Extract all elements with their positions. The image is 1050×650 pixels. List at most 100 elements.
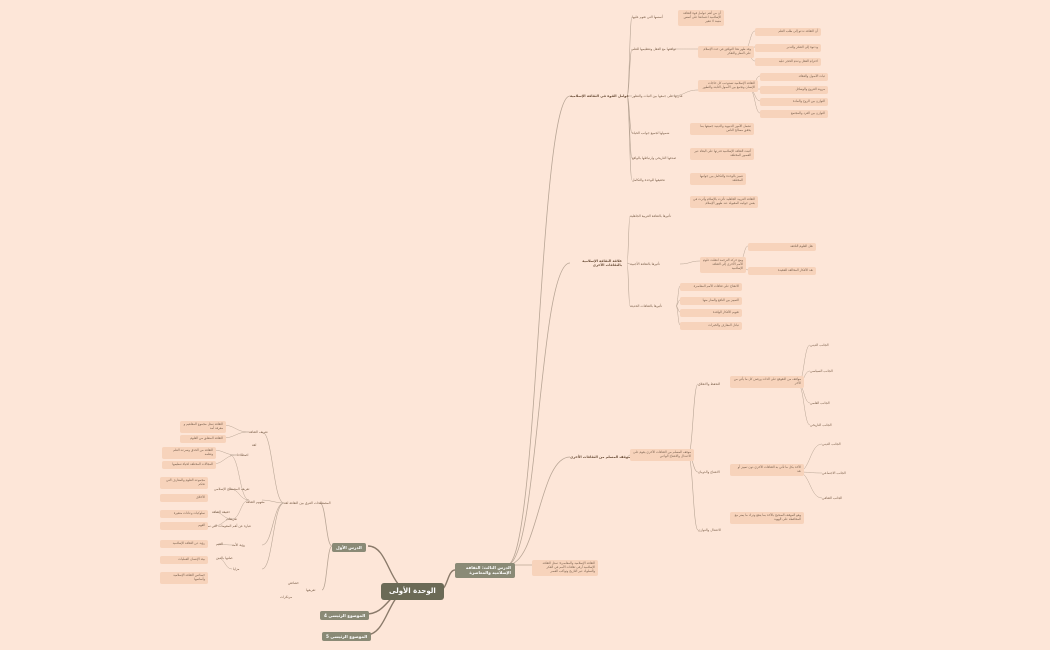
relation-item[interactable]: تأثيرها بالثقافة العربية الجاهلية <box>630 214 672 218</box>
strength-item[interactable]: صدقها التاريخي وارتباطها بالواقع <box>632 156 677 160</box>
strength-item[interactable]: أسسها التي تقوم عليها <box>632 15 663 19</box>
connector <box>626 48 633 97</box>
strength-item[interactable]: تحقيقها للوحدة والتكامل <box>632 178 665 182</box>
strength-desc: الثقافة الإسلامية تستوعب كل حاجات الإنسا… <box>698 80 758 92</box>
connector <box>319 502 333 547</box>
strength-desc: أثبتت الثقافة الإسلامية قدرتها على البقا… <box>690 148 754 160</box>
connector <box>229 488 250 501</box>
l1-desc: الثقافة تمثل مجموع المفاهيم و معرفة أمة <box>180 421 226 433</box>
connector <box>321 545 333 591</box>
strength-sub: احترام العقل وعدم الحجر عليه <box>755 58 821 66</box>
l1-desc: الثقافة من الحذق وسرعة العلم وتعلمه <box>162 447 216 459</box>
relation-desc: الثقافة العربية الجاهلية تأثرت بالإسلام … <box>690 196 758 208</box>
l1-desc: الفهم <box>160 522 208 530</box>
connector <box>221 431 250 439</box>
stance-sub[interactable]: الجانب الاجتماعي <box>822 471 846 475</box>
stance-group-desc: مواقف من التقوقع على الذات ورفض كل ما يأ… <box>730 376 804 388</box>
l1-desc: المجالات المختلفة لحياة تنظيمها <box>162 461 216 469</box>
connector <box>687 454 699 531</box>
connector <box>626 95 633 159</box>
l1-node[interactable]: حقيقة الثقافة <box>212 510 231 514</box>
connector <box>626 215 631 264</box>
relation-sub: نقد الأفكار المخالفة للعقيدة <box>748 267 816 275</box>
l3-branch-strength[interactable]: عوامل القوة في الثقافة الإسلامية <box>570 94 629 98</box>
l1-node[interactable]: لغة <box>252 443 257 447</box>
connector <box>675 285 681 307</box>
relation-item[interactable]: تأثيرها بالثقافات الحديثة <box>630 304 663 308</box>
l1-desc: بيئة الإنسان العمليات <box>160 556 208 564</box>
connector <box>626 262 631 307</box>
stance-sub[interactable]: الجانب الثقافي <box>822 496 843 500</box>
connector <box>671 89 699 97</box>
connector <box>506 95 571 566</box>
stance-sub[interactable]: الجانب العلمي <box>810 401 830 405</box>
l1-node[interactable]: عبارة عن أهم المقومات التي تميز <box>205 524 252 528</box>
stance-group[interactable]: الاعتدال والتوازن <box>698 528 721 532</box>
connector <box>217 557 233 570</box>
connector <box>679 260 701 265</box>
l1-desc: مجموعة العلوم والمعارف التي تحكم <box>160 477 208 489</box>
stance-group[interactable]: الانفتاح والذوبان <box>698 470 720 474</box>
l1-branch[interactable]: تعريفها <box>306 588 316 592</box>
strength-desc: تشمل الأمور الدنيوية والدينية جميعها بما… <box>690 123 754 135</box>
topic-lesson3[interactable]: الدرس الثالث: الثقافة الإسلامية والمعاصر… <box>455 563 515 578</box>
connector <box>506 262 571 566</box>
stance-group-desc: الأخذ بكل ما تأتي به الثقافات الأخرى دون… <box>730 464 804 476</box>
connector <box>261 502 285 546</box>
connector <box>213 518 233 527</box>
l1-desc: الثقافة المتعلق من العلوم <box>180 435 226 443</box>
l1-node[interactable]: رؤية الأمة <box>232 543 246 547</box>
l1-desc: الأخلاق <box>160 494 208 502</box>
connector <box>797 383 811 426</box>
l1-node[interactable]: مفهوم الثقافة <box>246 500 265 504</box>
strength-sub: ودعوة إلى التفكر والتدبر <box>755 44 821 52</box>
relation-item[interactable]: تأثيرها بالثقافة الأجنبية <box>630 262 661 266</box>
l1-desc: رؤية عن الثقافة الإسلامية <box>160 540 208 548</box>
connector <box>231 499 250 520</box>
stance-group[interactable]: التحفظ والانغلاق <box>698 382 721 386</box>
stance-group-desc: وهو الموقف الصحيح بالأخذ بما ينفع وترك م… <box>730 512 804 524</box>
relation-sub: نقل العلوم النافعة <box>748 243 816 251</box>
connector <box>797 471 823 499</box>
stance-sub[interactable]: الجانب الديني <box>822 442 841 446</box>
l1-desc: سلوكيات وعادات متغيرة <box>160 510 208 518</box>
strength-desc: أن من أهم عوامل قوة الثقافة الإسلامية اع… <box>678 10 724 26</box>
connector <box>261 499 285 504</box>
connector <box>626 95 633 181</box>
l1-node[interactable]: مزايا <box>233 567 240 571</box>
l1-node[interactable]: اصطلاحا <box>237 453 249 457</box>
strength-desc: وقد ظهر هذا التوافق في حث الإسلام على ال… <box>698 46 754 58</box>
topic-main5[interactable]: الموضوع الرئيسي 5 <box>322 632 372 642</box>
stance-sub[interactable]: الجانب السياسي <box>810 369 833 373</box>
l1-branch[interactable]: خصائص <box>288 581 299 585</box>
stance-sub[interactable]: الجانب الديني <box>810 343 829 347</box>
connector <box>749 89 761 114</box>
strength-sub: التوازن بين الروح والمادة <box>760 98 828 106</box>
l1-branch[interactable]: مرتكزات <box>280 595 293 599</box>
connector <box>213 511 233 520</box>
l1-node[interactable]: القيم <box>216 542 223 546</box>
strength-item[interactable]: شمولها لجميع جوانب الحياة <box>632 131 670 135</box>
l3-branch-relation[interactable]: علاقة الثقافة الإسلامية بالثقافات الأخرى <box>582 259 622 268</box>
root-node[interactable]: الوحدة الأولى <box>381 583 444 600</box>
l1-node[interactable]: تعريف الثقافة <box>249 430 268 434</box>
strength-sub: ثبات الأصول والعقائد <box>760 73 828 81</box>
relation-desc: ومع حركة الترجمة انتقلت علوم الأمم الأخر… <box>700 257 746 273</box>
connector <box>626 454 631 458</box>
l1-node[interactable]: تعريف المصطلح الإسلامي <box>214 487 250 491</box>
topic-lesson1[interactable]: الدرس الأول <box>332 543 366 553</box>
strength-item[interactable]: قدرتها على جمعها بين الثبات والتطور <box>632 94 683 98</box>
l1-branch[interactable]: المصطلحات الفرق بين الثقافة لغة <box>284 501 331 505</box>
l1-node[interactable]: صلتها بالدين <box>216 556 233 560</box>
strength-item[interactable]: توافقها مع العقل وتعظيمها للعلم <box>632 47 676 51</box>
l1-node[interactable]: تعريفات <box>226 517 238 521</box>
topic-main4[interactable]: الموضوع الرئيسي 4 <box>320 611 370 621</box>
stance-sub[interactable]: الجانب التاريخي <box>810 423 832 427</box>
l3-branch-stance[interactable]: موقف المسلم من الثقافات الأخرى <box>570 455 631 459</box>
strength-sub: التوازن بين الفرد والمجتمع <box>760 110 828 118</box>
connector <box>626 262 631 265</box>
l3-intro: الثقافة الإسلامية والمعاصرة: تمثل الثقاف… <box>532 560 598 576</box>
relation-sub: الانفتاح على ثقافات الأمم المعاصرة <box>680 283 742 291</box>
connector <box>261 431 285 504</box>
connector <box>675 299 681 307</box>
